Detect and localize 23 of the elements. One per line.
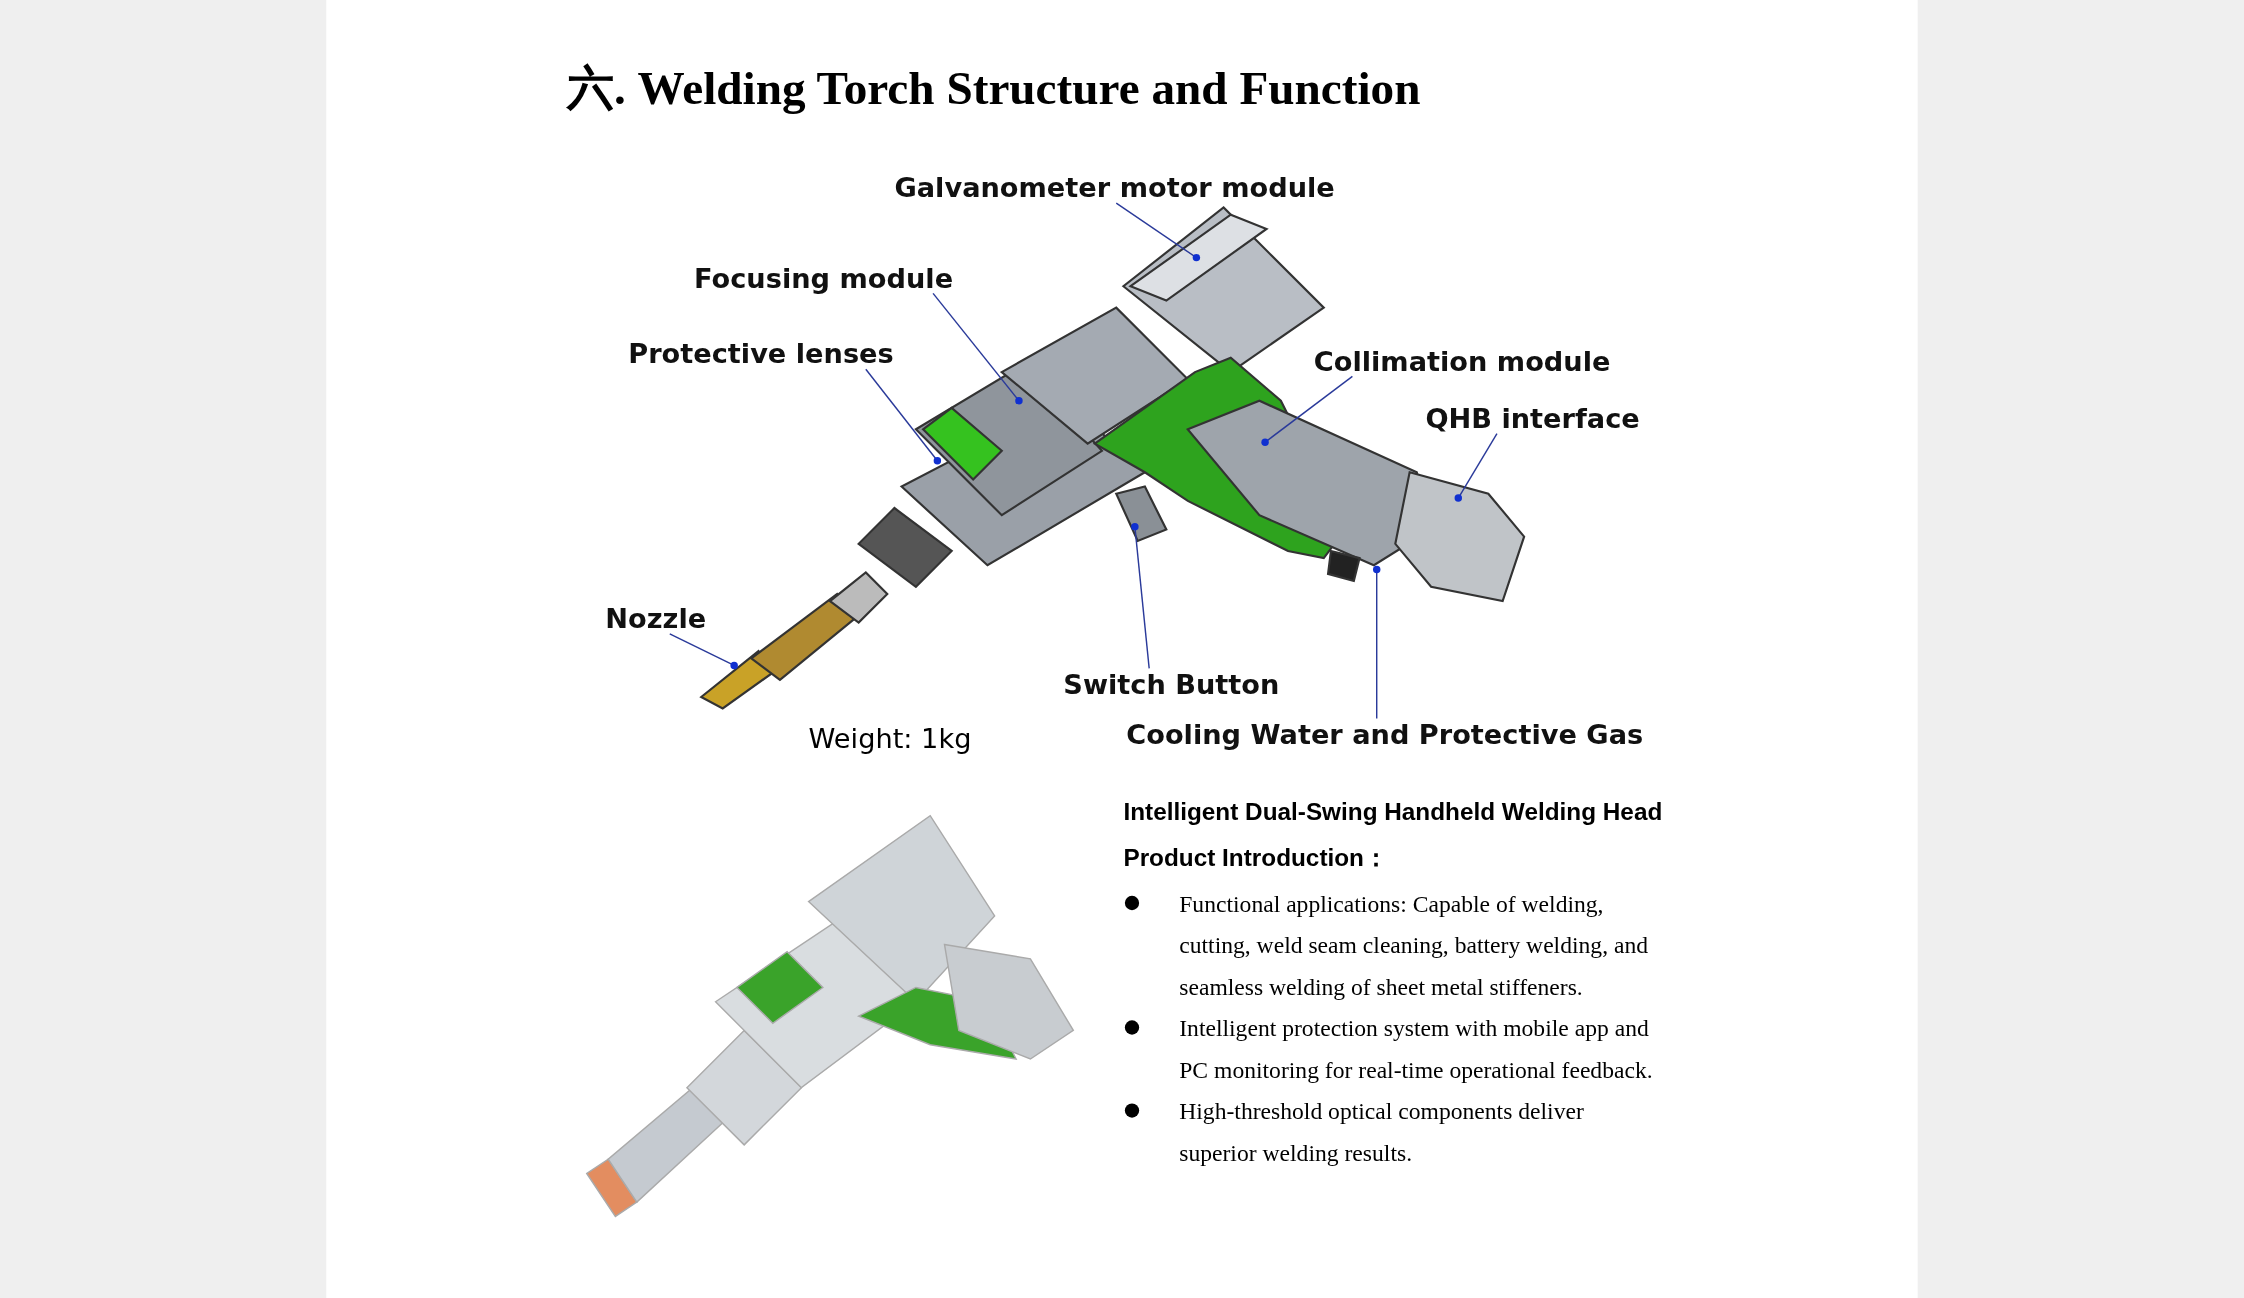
leader-line	[1373, 565, 1381, 720]
part-label: Nozzle	[605, 602, 707, 634]
section-heading: Intelligent Dual-Swing Handheld Welding Head	[1123, 798, 1663, 828]
part-label: Focusing module	[694, 261, 954, 294]
bullet-text: High-threshold optical components deliver superior welding results.	[1179, 1096, 1585, 1169]
leader-line	[1261, 375, 1354, 446]
part-label: QHB interface	[1425, 402, 1640, 434]
leader-line	[865, 368, 942, 465]
part-label: Protective lenses	[628, 337, 894, 370]
leader-line	[1131, 522, 1150, 670]
part-label: Cooling Water and Protective Gas	[1126, 718, 1644, 750]
bullet-text: Intelligent protection system with mobile app and PC monitoring for real-time operational feedback.	[1179, 1013, 1654, 1086]
part-label: Switch Button	[1063, 668, 1280, 700]
leader-line	[1115, 202, 1201, 262]
weight-note: Weight: 1kg	[808, 722, 972, 755]
leader-line	[669, 633, 738, 670]
part-label: Collimation module	[1313, 344, 1611, 377]
page-title: 六. Welding Torch Structure and Function	[566, 61, 1421, 117]
bullet-text: Functional applications: Capable of welding, cutting, weld seam cleaning, battery welding, and seamless welding of sheet metal stiffeners.	[1179, 889, 1650, 1003]
section-subheading: Product Introduction：	[1123, 843, 1389, 874]
leader-line	[932, 292, 1023, 405]
part-label: Galvanometer motor module	[894, 171, 1335, 204]
leader-line	[1454, 432, 1498, 502]
